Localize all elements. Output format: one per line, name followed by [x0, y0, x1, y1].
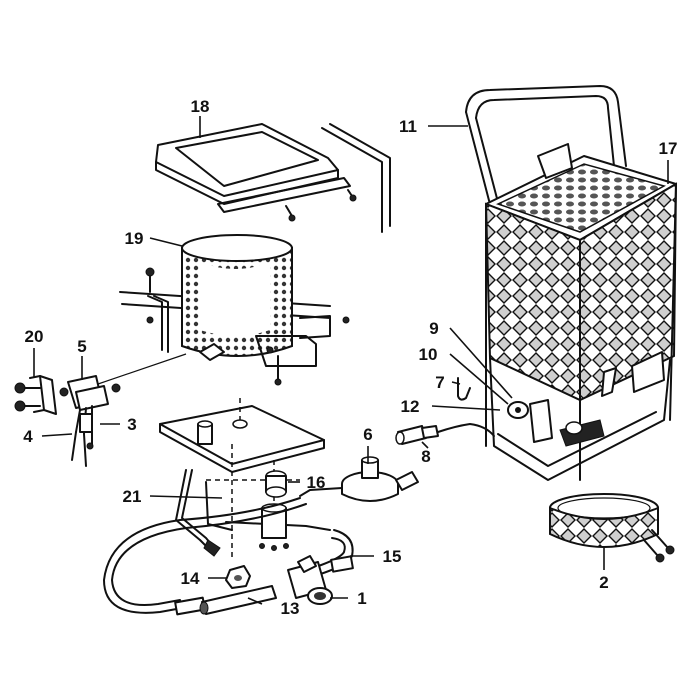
callout-12: 12	[401, 397, 420, 416]
burner-drum	[119, 234, 350, 386]
callout-5: 5	[77, 337, 86, 356]
callout-13: 13	[281, 599, 300, 618]
callout-14: 14	[181, 569, 200, 588]
callout-15: 15	[383, 547, 402, 566]
drum-leader-line	[97, 353, 187, 385]
shutoff-valve	[287, 555, 333, 605]
gas-hose-assembly	[103, 497, 354, 616]
callout-labels: 18 19 11 17 9 10 7 12 8 6 20 5 3 4 21 16…	[23, 97, 677, 618]
leader-lines	[33, 116, 669, 605]
pipe-nipple	[199, 585, 277, 615]
callout-18: 18	[191, 97, 210, 116]
top-cover-assembly	[155, 123, 391, 233]
callout-1: 1	[357, 589, 366, 608]
callout-19: 19	[125, 229, 144, 248]
pilot-bracket-assembly	[14, 375, 121, 467]
hose-fitting	[395, 423, 495, 445]
base-plate-assembly	[159, 398, 331, 560]
callout-8: 8	[421, 447, 430, 466]
callout-21: 21	[123, 487, 142, 506]
callout-3: 3	[127, 415, 136, 434]
callout-10: 10	[419, 345, 438, 364]
hose-clip	[457, 377, 471, 401]
callout-2: 2	[599, 573, 608, 592]
gas-regulator	[299, 456, 419, 502]
callout-17: 17	[659, 139, 678, 158]
callout-20: 20	[25, 327, 44, 346]
hose-nut	[225, 565, 251, 589]
callout-6: 6	[363, 425, 372, 444]
callout-7: 7	[435, 373, 444, 392]
orifice-fitting	[265, 470, 287, 498]
callout-16: 16	[307, 473, 326, 492]
callout-4: 4	[23, 427, 33, 446]
callout-9: 9	[429, 319, 438, 338]
base-ring	[549, 493, 675, 563]
callout-11: 11	[399, 117, 417, 136]
heater-cabinet	[465, 85, 678, 481]
